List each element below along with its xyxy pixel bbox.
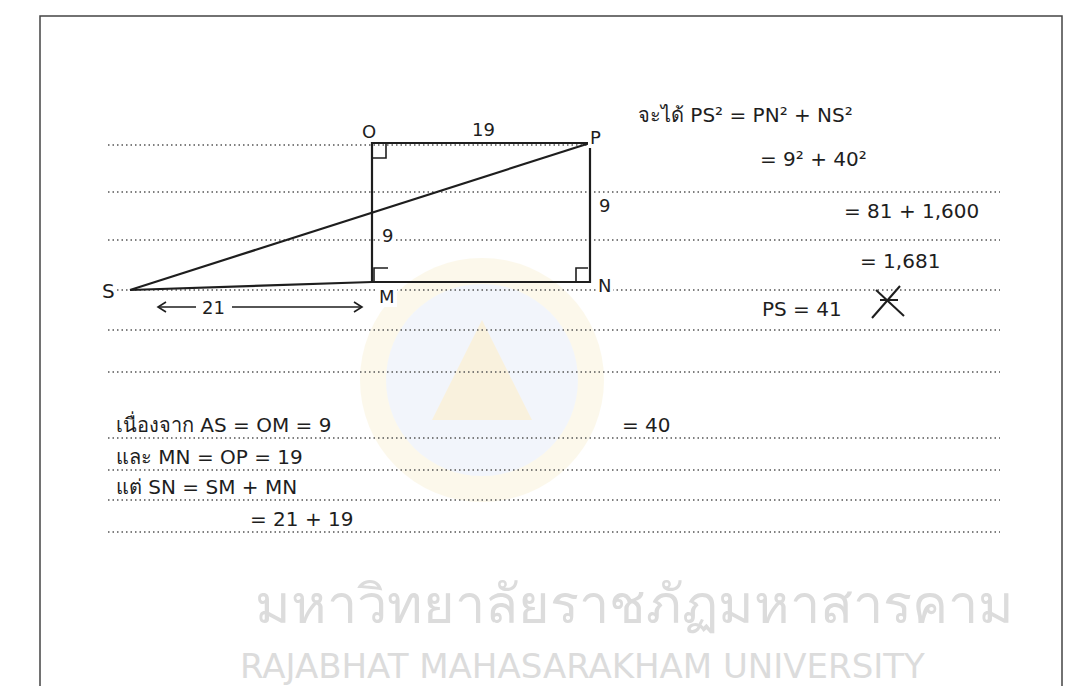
ruled-line (108, 531, 1000, 532)
arrow-head (158, 302, 166, 312)
answer-mark (872, 286, 904, 318)
ruled-line (108, 469, 1000, 470)
ruled-line (108, 239, 1000, 240)
ruled-line (108, 499, 1000, 500)
solution-line: เนื่องจาก AS = OM = 9 (114, 414, 333, 436)
segment-sp (130, 143, 590, 290)
watermark-thai: มหาวิทยาลัยราชภัฏมหาสารคาม (255, 575, 1014, 634)
ruled-line (108, 371, 1000, 372)
ruled-line (108, 329, 1000, 330)
seal-emblem (432, 320, 532, 420)
dimension-label: 19 (470, 120, 497, 140)
equation-line: จะได้ PS² = PN² + NS² (636, 104, 855, 126)
ruled-line (108, 289, 1000, 290)
dimension-line (232, 306, 362, 308)
solution-line: แต่ SN = SM + MN (114, 476, 299, 498)
dimension-label: 9 (380, 226, 395, 246)
solution-line: และ MN = OP = 19 (114, 446, 305, 468)
right-angle-mark (576, 268, 588, 282)
watermark-english: RAJABHAT MAHASARAKHAM UNIVERSITY (240, 648, 925, 685)
seal-watermark (360, 258, 604, 502)
ruled-line (108, 191, 1000, 192)
equation-line: PS = 41 (760, 298, 844, 320)
rectangle-opnm (372, 143, 590, 282)
solution-line: = 40 (620, 414, 673, 436)
seal-inner (386, 284, 578, 476)
solution-line: = 21 + 19 (248, 508, 356, 530)
seal-outer (360, 258, 604, 502)
ruled-line (108, 437, 1000, 438)
dimension-line (158, 306, 196, 308)
segment-sm (130, 282, 372, 290)
ruled-line (108, 144, 600, 145)
vertex-label: N (596, 276, 613, 296)
arrow-head (354, 302, 362, 312)
vertex-label: O (360, 122, 378, 142)
cross-stroke (880, 299, 898, 301)
dimension-arrow (158, 302, 362, 312)
cross-stroke (876, 290, 904, 316)
equation-line: = 81 + 1,600 (842, 200, 981, 222)
vertex-label: M (377, 287, 397, 307)
right-angle-mark (374, 268, 388, 282)
equation-line: = 1,681 (858, 250, 942, 272)
vertex-label: S (100, 280, 117, 302)
ruled-lines (108, 145, 1000, 532)
page-frame (40, 16, 1062, 686)
dimension-label: 9 (597, 196, 612, 216)
rectangle-figure (130, 143, 590, 290)
right-angle-mark (372, 143, 386, 158)
dimension-label: 21 (200, 298, 227, 318)
vertex-label: P (588, 128, 603, 148)
equation-line: = 9² + 40² (758, 148, 869, 170)
